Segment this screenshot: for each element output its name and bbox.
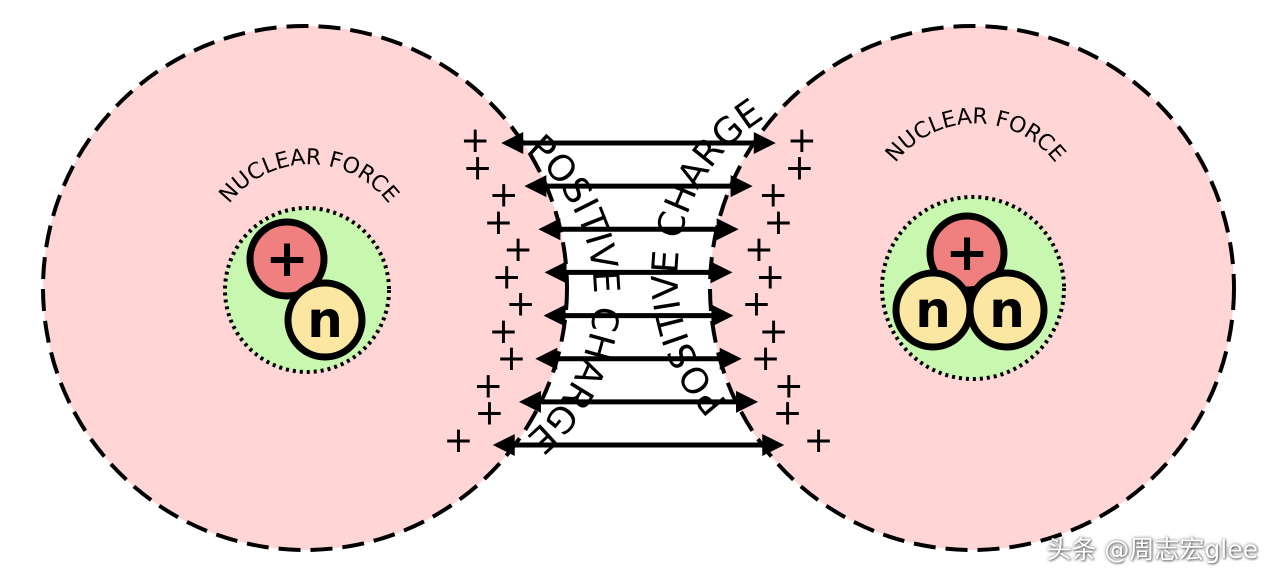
left-proton-symbol: + [265,229,309,289]
plus-sign: + [496,338,526,379]
plus-sign: + [755,256,785,297]
plus-sign: + [443,420,473,461]
repulsion-arrow [544,261,733,284]
plus-sign: + [750,338,780,379]
repulsion-arrow [518,390,759,413]
left-neutron [284,279,366,361]
plus-sign: + [505,284,535,325]
plus-sign: + [462,147,492,188]
plus-sign: + [503,229,533,270]
right-neutron-2 [966,269,1048,351]
repulsion-arrow [535,347,742,370]
plus-sign: + [488,311,518,352]
plus-sign: + [460,120,490,161]
left-nucleus: + n [246,218,366,361]
right-neutron-2-symbol: n [989,281,1025,339]
plus-sign: + [773,393,803,434]
plus-sign: + [483,202,513,243]
plus-sign: + [804,420,834,461]
repulsion-arrow [501,132,776,154]
repulsion-arrows [492,132,785,456]
repulsion-arrow [492,434,785,456]
repulsion-arrow [538,218,739,241]
repulsion-arrow [524,175,753,198]
repulsion-arrow [543,304,734,327]
plus-sign: + [744,229,774,270]
plus-sign: + [474,393,504,434]
watermark: 头条 @周志宏glee [1046,535,1258,564]
left-neutron-symbol: n [307,291,343,349]
plus-sign: + [473,365,503,406]
plus-sign: + [741,284,771,325]
plus-sign: + [758,311,788,352]
plus-sign: + [492,256,522,297]
plus-sign: + [489,175,519,216]
plus-sign: + [784,147,814,188]
left-positive-charges: ++++++++++++ [443,120,535,461]
right-nucleus: + n n [892,212,1048,351]
right-positive-charges: ++++++++++++ [741,120,833,461]
plus-sign: + [763,202,793,243]
right-proton-symbol: + [945,223,989,283]
left-proton [246,218,328,300]
plus-sign: + [787,120,817,161]
plus-sign: + [758,175,788,216]
plus-sign: + [774,365,804,406]
right-neutron-1-symbol: n [915,281,951,339]
